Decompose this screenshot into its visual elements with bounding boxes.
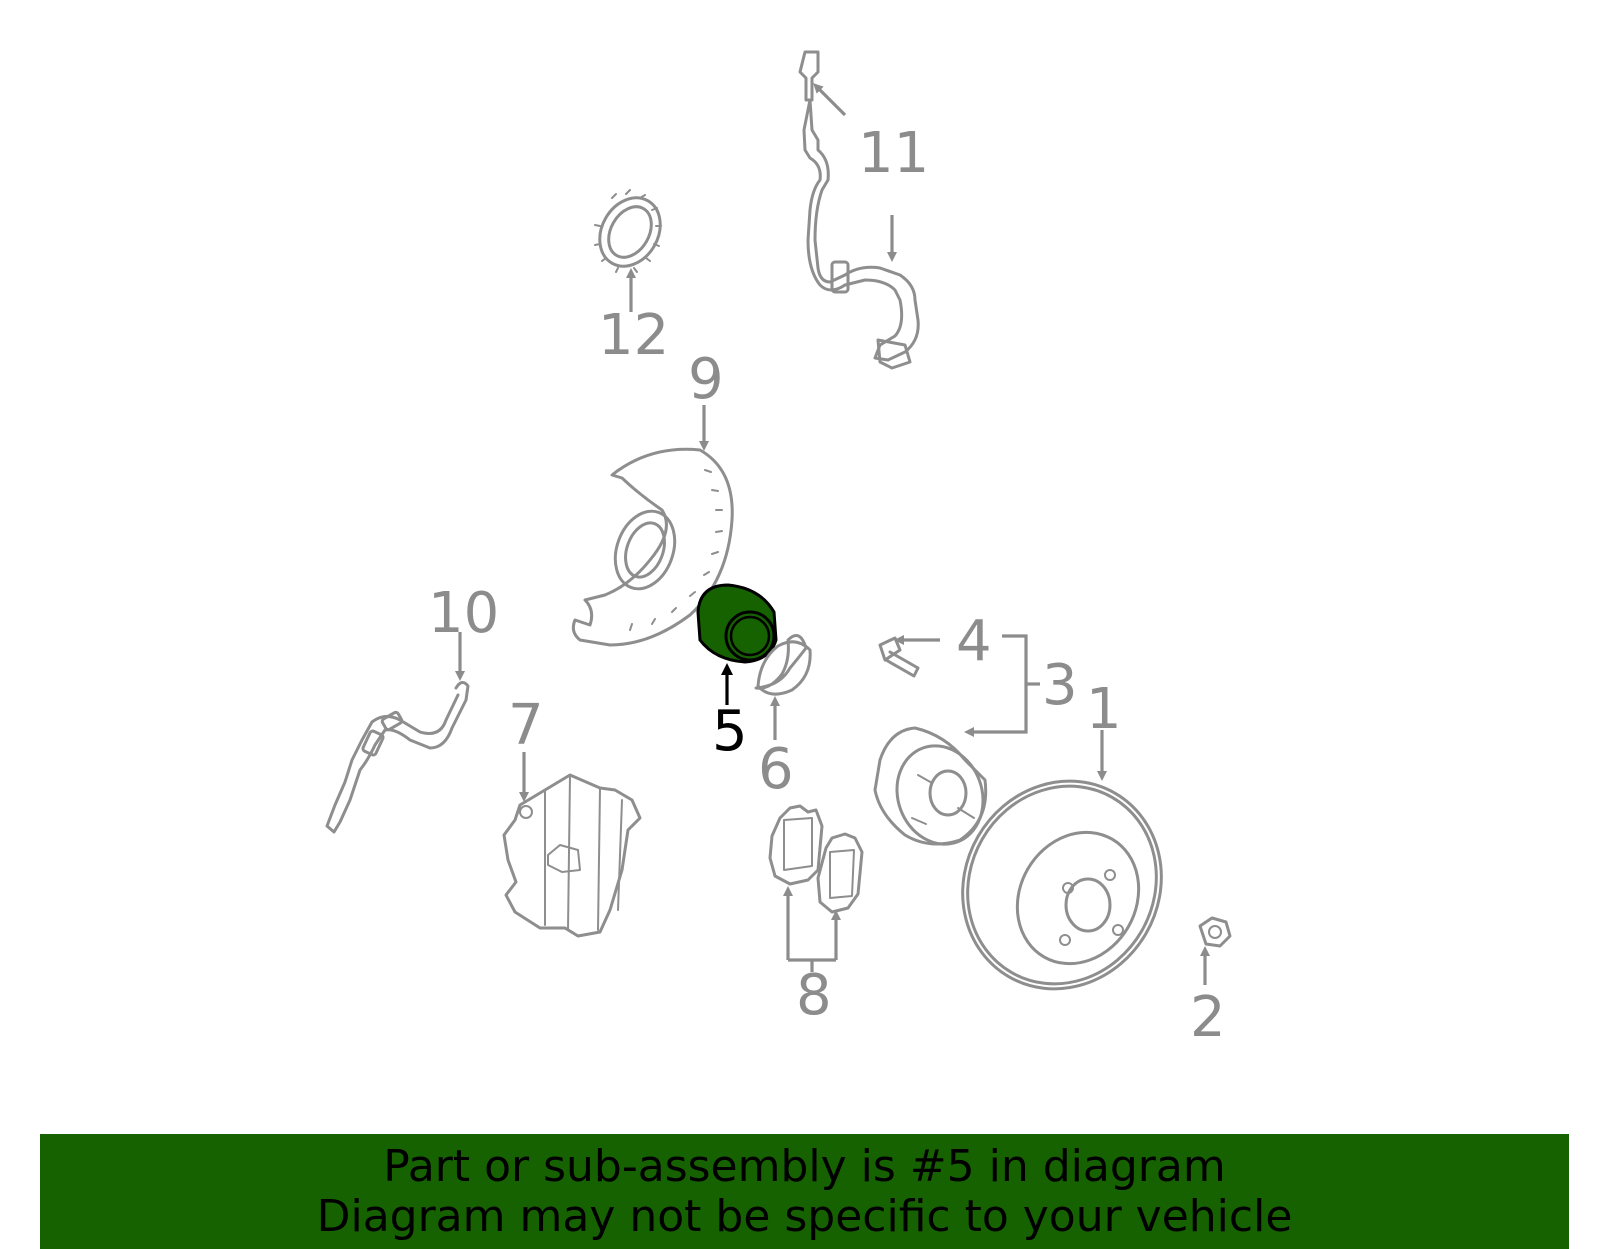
- callout-2: 2: [1190, 985, 1226, 1050]
- callout-12: 12: [598, 303, 669, 368]
- wheel-stud[interactable]: [878, 636, 920, 678]
- callout-11: 11: [858, 121, 929, 186]
- brake-pads[interactable]: [768, 804, 864, 914]
- callout-5: 5: [712, 699, 748, 764]
- callout-10: 10: [428, 581, 499, 646]
- abs-sensor-harness[interactable]: [798, 50, 920, 370]
- brake-caliper[interactable]: [502, 773, 642, 938]
- banner-line-2: Diagram may not be specific to your vehi…: [316, 1191, 1293, 1242]
- callout-4: 4: [956, 609, 992, 674]
- wheel-hub[interactable]: [873, 726, 997, 856]
- hub-nut[interactable]: [1198, 916, 1232, 948]
- callout-9: 9: [688, 347, 724, 412]
- callout-1: 1: [1086, 677, 1122, 742]
- callout-3: 3: [1042, 653, 1078, 718]
- brake-hose[interactable]: [325, 681, 470, 834]
- info-banner: Part or sub-assembly is #5 in diagram Di…: [40, 1134, 1569, 1249]
- abs-tone-ring[interactable]: [588, 187, 672, 277]
- callout-6: 6: [758, 737, 794, 802]
- splash-shield[interactable]: [571, 447, 734, 647]
- callout-8: 8: [796, 963, 832, 1028]
- caliper-piston[interactable]: [696, 583, 778, 664]
- brake-rotor[interactable]: [925, 745, 1199, 1026]
- piston-seal[interactable]: [754, 634, 812, 696]
- banner-line-1: Part or sub-assembly is #5 in diagram: [383, 1141, 1226, 1192]
- callout-7: 7: [508, 693, 544, 758]
